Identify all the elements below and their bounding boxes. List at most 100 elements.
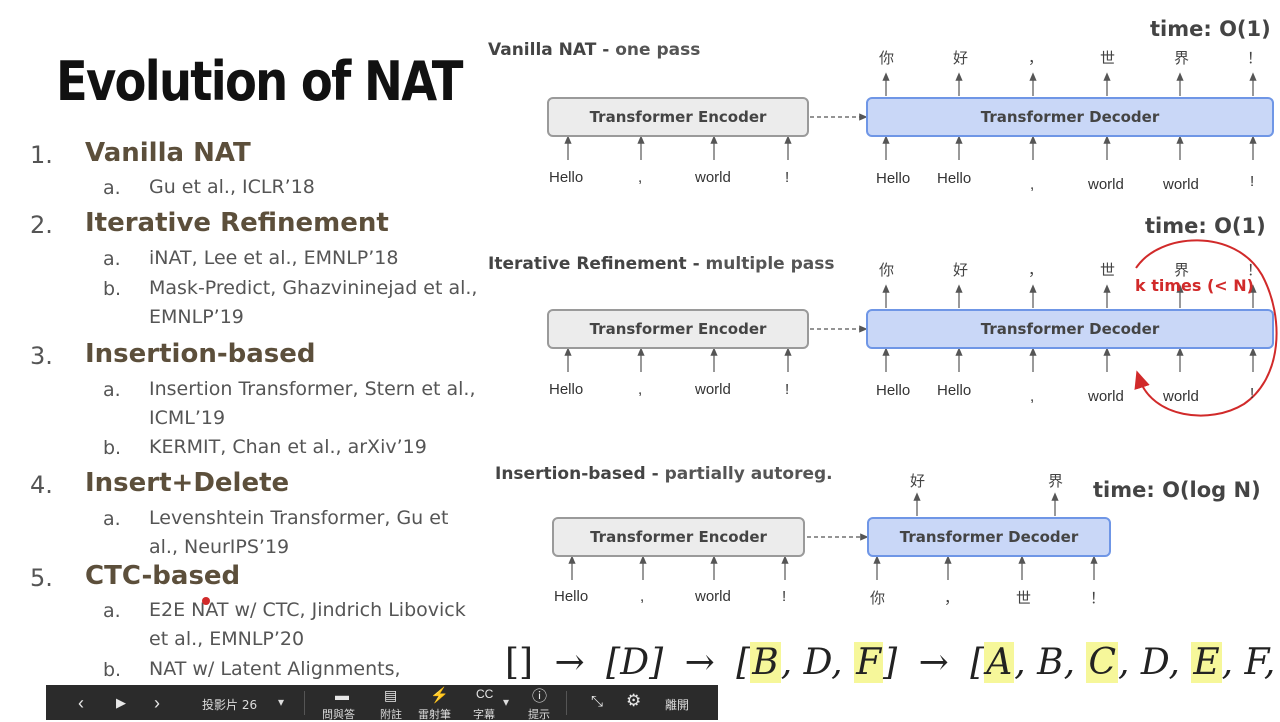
transformer-encoder-box: Transformer Encoder [552,517,805,557]
outline-heading-iterative-refinement: Iterative Refinement [85,208,389,238]
transformer-decoder-box: Transformer Decoder [866,309,1274,349]
outline-sub-letter: a. [103,177,121,199]
source-token: Hello [554,588,589,605]
outline-heading-vanilla-nat: Vanilla NAT [85,138,251,168]
outline-number: 1. [30,141,53,169]
output-token: 你 [879,49,895,67]
decoder-input-token: Hello [937,170,972,187]
output-token: 界 [1174,49,1190,67]
source-token: ! [785,169,790,186]
next-slide-button[interactable]: › [154,693,160,713]
outline-sub-letter: b. [103,278,122,300]
outline-sub-text: Insertion Transformer, Stern et al., ICM… [149,378,476,429]
transformer-decoder-box: Transformer Decoder [866,97,1274,137]
previous-slide-button[interactable]: ‹ [78,693,84,713]
source-token: , [640,588,645,605]
output-token: 好 [910,472,926,490]
transformer-encoder-box: Transformer Encoder [547,309,809,349]
notes-button-label[interactable]: 附註 [380,708,402,721]
toolbar-divider [566,691,567,715]
output-token: 界 [1048,472,1064,490]
laser-pointer-dot [202,597,210,605]
sequence-step-abcdefg: [A, B, C, D, E, F, G [970,642,1276,683]
info-icon[interactable]: ⓘ [532,688,548,705]
diagram-vanilla-title: Vanilla NAT - one pass [488,40,701,60]
output-token: 界 [1174,261,1190,279]
diagram-insertion-title: Insertion-based - partially autoreg. [495,464,833,484]
source-token: world [695,169,731,186]
outline-heading-insert-delete: Insert+Delete [85,468,290,498]
captions-icon[interactable]: CC [476,687,494,701]
source-token: , [638,169,643,186]
decoder-input-token: 你 [870,589,886,607]
outline-sub-text: iNAT, Lee et al., EMNLP’18 [149,247,399,269]
hint-button-label[interactable]: 提示 [528,708,550,721]
source-token: , [638,381,643,398]
outline-number: 3. [30,342,53,370]
slide-number-selector[interactable]: 投影片 26 [202,698,258,712]
time-complexity-insertion: time: O(log N) [1093,478,1261,502]
source-token: world [695,588,731,605]
toolbar-divider [304,691,305,715]
outline-sub-letter: a. [103,508,121,530]
decoder-input-token: ！ [1090,589,1106,607]
exit-button[interactable]: 離開 [665,698,690,712]
outline-sub-letter: a. [103,600,121,622]
sequence-arrow: → [554,642,585,683]
source-token: ! [782,588,787,605]
decoder-input-token: ， [944,589,960,607]
output-token: ， [1028,261,1044,279]
slide-title: Evolution of NAT [56,50,463,113]
laser-button-label[interactable]: 雷射筆 [418,708,451,721]
sequence-arrow: → [684,642,715,683]
chat-icon[interactable]: ▬ [335,687,349,703]
decoder-input-token: Hello [937,382,972,399]
exit-fullscreen-icon[interactable]: ⤡ [591,693,604,710]
output-token: 好 [953,49,969,67]
output-token: ！ [1247,261,1263,279]
outline-sub-text: KERMIT, Chan et al., arXiv’19 [149,436,427,458]
chevron-down-icon[interactable]: ▾ [503,695,510,709]
laser-pointer-icon[interactable]: ⚡ [430,687,449,704]
decoder-input-token: ! [1250,173,1255,190]
decoder-input-token: world [1088,388,1124,405]
notes-icon[interactable]: ▤ [384,687,398,703]
source-token: Hello [549,381,584,398]
insertion-sequence-formula: [] → [D] → [B, D, F] → [A, B, C, D, E, F… [505,642,1280,683]
outline-sub-text: NAT w/ Latent Alignments, [149,658,401,680]
chevron-down-icon[interactable]: ▾ [278,695,285,709]
captions-button-label[interactable]: 字幕 [473,708,495,721]
outline-number: 4. [30,471,53,499]
outline-number: 5. [30,564,53,592]
transformer-encoder-box: Transformer Encoder [547,97,809,137]
outline-sub-text: Mask-Predict, Ghazvininejad et al., EMNL… [149,277,478,328]
outline-sub-letter: a. [103,248,121,270]
decoder-input-token: Hello [876,170,911,187]
decoder-input-token: world [1088,176,1124,193]
presenter-toolbar: ‹ ▶ › 投影片 26 ▾ ▬ 問與答 ▤ 附註 ⚡ 雷射筆 CC 字幕 ▾ … [46,685,718,721]
outline-heading-insertion-based: Insertion-based [85,339,316,369]
source-token: ! [785,381,790,398]
outline-sub-letter: b. [103,659,122,681]
output-token: 世 [1100,49,1116,67]
time-complexity-iterative: time: O(1) [1145,214,1266,238]
time-complexity-vanilla: time: O(1) [1150,17,1271,41]
diagram-iterative-title: Iterative Refinement - multiple pass [488,254,835,274]
decoder-input-token: world [1163,176,1199,193]
iteration-loop-arrow [1134,239,1278,417]
play-button[interactable]: ▶ [116,695,126,710]
outline-sub-letter: b. [103,437,122,459]
sequence-arrow: → [918,642,949,683]
output-token: ！ [1247,49,1263,67]
outline-sub-text: Gu et al., ICLR’18 [149,176,315,198]
qa-button-label[interactable]: 問與答 [322,708,355,721]
decoder-input-token: , [1030,388,1035,405]
outline-sub-letter: a. [103,379,121,401]
outline-sub-text: E2E NAT w/ CTC, Jindrich Libovick et al.… [149,599,466,650]
source-token: world [695,381,731,398]
decoder-input-token: world [1163,388,1199,405]
gear-icon[interactable]: ⚙ [626,691,642,710]
source-token: Hello [549,169,584,186]
outline-heading-ctc-based: CTC-based [85,561,241,591]
